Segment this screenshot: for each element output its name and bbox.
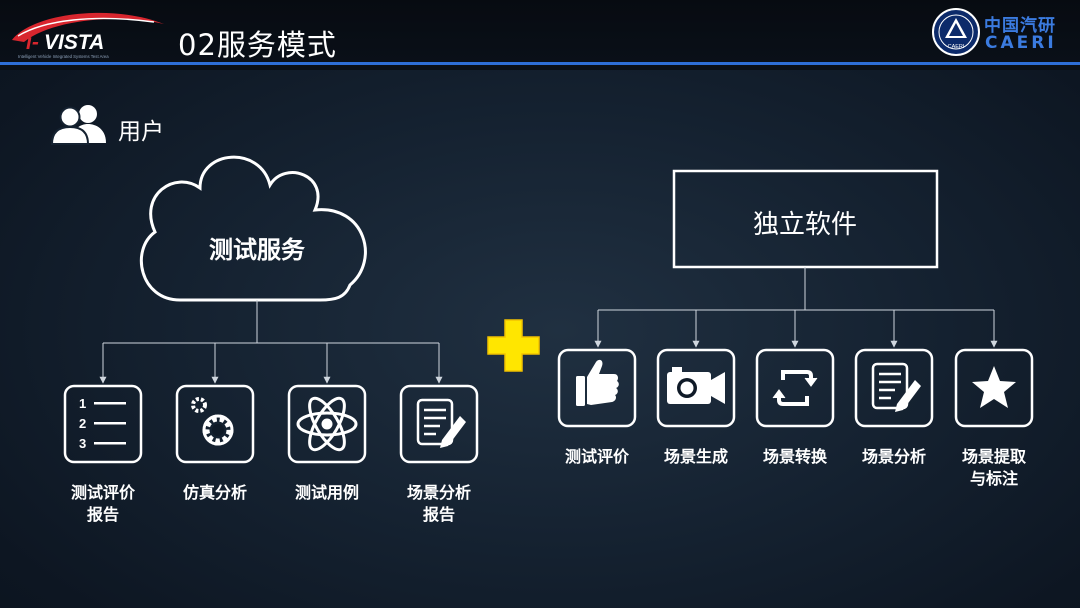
caeri-logo: CAERI [932, 8, 980, 56]
software-item-label: 测试评价 [564, 447, 629, 466]
numbered-list-icon: 1 2 3 [79, 396, 126, 451]
icon-tile [954, 348, 1034, 428]
svg-text:2: 2 [79, 416, 86, 431]
software-item-label: 场景提取与标注 [961, 447, 1026, 488]
gears-icon [191, 397, 234, 446]
page-title: 02服务模式 [178, 28, 337, 62]
caeri-seal-text: CAERI [948, 44, 965, 50]
star-icon [972, 366, 1016, 408]
cloud-label: 测试服务 [209, 235, 305, 264]
service-item-label: 仿真分析 [182, 483, 247, 502]
icon-tile [656, 348, 736, 428]
svg-text:3: 3 [79, 436, 86, 451]
users-label: 用户 [118, 119, 164, 145]
cloud-shape [139, 155, 367, 302]
icon-tile [287, 384, 367, 464]
document-pen-icon [416, 398, 466, 448]
thumbs-up-icon [576, 359, 619, 406]
ivista-tagline: Intelligent Vehicle Integrated Systems T… [18, 54, 109, 59]
caeri-chinese-name: 中国汽研 [984, 16, 1056, 36]
icon-tile [854, 348, 934, 428]
icon-tile [557, 348, 637, 428]
icon-tile [175, 384, 255, 464]
plus-icon [487, 319, 540, 372]
header-divider [0, 62, 1080, 65]
software-box-label: 独立软件 [752, 210, 857, 240]
service-item-label: 测试评价报告 [70, 483, 135, 524]
ivista-logo: VISTA i- Intelligent Vehicle Integrated … [12, 12, 164, 59]
camera-icon [667, 367, 725, 404]
users-icon [50, 105, 106, 145]
icon-tile [63, 384, 143, 464]
svg-text:i-: i- [26, 31, 39, 54]
software-item-label: 场景分析 [861, 447, 926, 466]
software-item-label: 场景生成 [663, 447, 728, 466]
header-bar [0, 0, 1080, 70]
refresh-icon [772, 370, 818, 406]
svg-text:1: 1 [79, 396, 86, 411]
software-item-label: 场景转换 [762, 447, 827, 466]
caeri-english-name: CAERI [985, 33, 1057, 53]
ivista-logo-text: VISTA [44, 31, 104, 54]
service-item-label: 场景分析报告 [406, 483, 471, 524]
atom-icon [296, 396, 358, 452]
service-item-label: 测试用例 [294, 483, 359, 502]
icon-tile [399, 384, 479, 464]
icon-tile [755, 348, 835, 428]
document-pen-icon [871, 362, 921, 412]
